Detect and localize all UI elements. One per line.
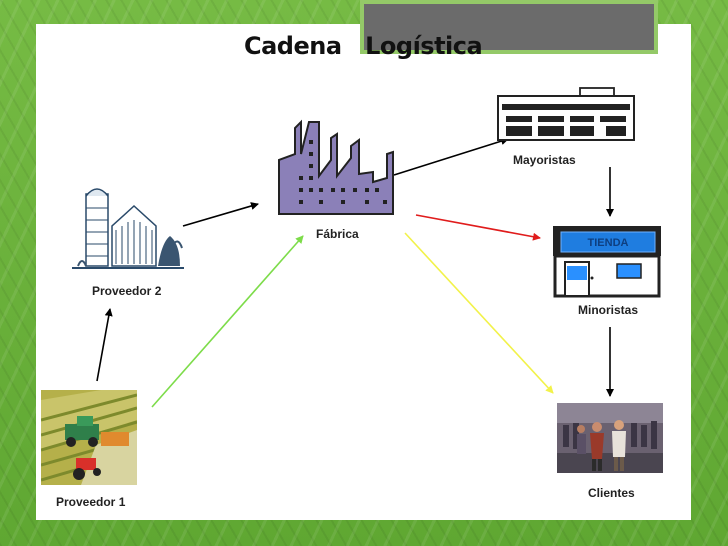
warehouse-icon (497, 87, 635, 141)
label-proveedor-1: Proveedor 1 (56, 495, 126, 509)
arrow-proveedor1-to-proveedor2 (96, 308, 113, 382)
factory-icon (278, 119, 394, 215)
store-sign-text: TIENDA (588, 237, 629, 249)
label-clientes: Clientes (588, 486, 635, 500)
label-minoristas: Minoristas (578, 303, 639, 317)
farm-silo-icon (72, 188, 184, 269)
arrow-proveedor2-to-fabrica (182, 202, 259, 227)
diagram-title: Cadena Logística (244, 32, 483, 60)
arrow-fabrica-to-clientes (404, 232, 554, 394)
people-crowd-icon (557, 403, 663, 473)
label-fabrica: Fábrica (316, 227, 359, 241)
label-mayoristas: Mayoristas (513, 153, 576, 167)
arrow-proveedor1-to-fabrica (151, 235, 304, 408)
label-proveedor-2: Proveedor 2 (92, 284, 162, 298)
store-icon: TIENDA (553, 226, 661, 298)
arrow-fabrica-to-minoristas (415, 214, 541, 241)
tractor-field-icon (41, 390, 137, 485)
arrow-fabrica-to-mayoristas (393, 137, 509, 176)
title-accent-box (360, 0, 658, 54)
